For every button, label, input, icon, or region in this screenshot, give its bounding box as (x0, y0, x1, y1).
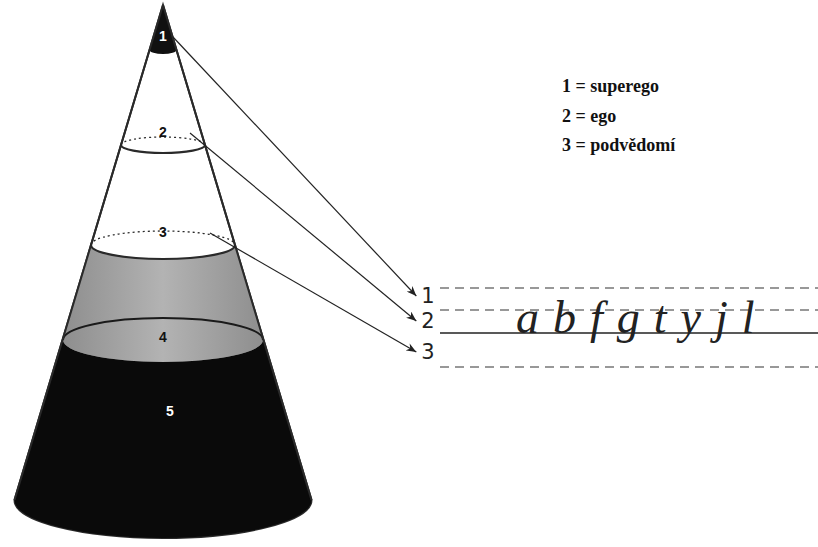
cone-band: 4 (156, 329, 170, 346)
mapping-arrow (173, 37, 416, 296)
cone-black-base (15, 340, 312, 538)
band-number: 3 (121, 225, 205, 240)
mapping-arrow (190, 133, 416, 321)
band-front-arc (121, 145, 205, 153)
cone-band: 1 (155, 28, 171, 45)
band-number: 1 (158, 29, 168, 44)
cone-grey-band (63, 245, 263, 362)
ruling-line (440, 287, 818, 288)
legend-text: 2 = ego (562, 107, 616, 127)
cone-black-tip (150, 5, 177, 54)
cone-band: 2 (138, 124, 188, 141)
band-number: 4 (159, 330, 167, 345)
ruling-number: 1 (418, 285, 437, 308)
ruling-number: 3 (418, 341, 437, 364)
line-number: 1 (421, 286, 434, 307)
ruling-number: 2 (418, 310, 437, 333)
cone-outline (15, 5, 312, 500)
line-number: 3 (421, 342, 434, 363)
band-number: 5 (166, 404, 174, 419)
band-number: 2 (141, 125, 185, 140)
cone-body (15, 5, 312, 538)
mapping-arrow (210, 233, 416, 352)
line-number: 2 (421, 311, 434, 332)
cone-band: 5 (163, 403, 177, 420)
legend-text: 1 = superego (562, 77, 659, 97)
legend-text: 3 = podvědomí (562, 136, 675, 156)
ruling-line (440, 366, 818, 367)
band-front-arc (91, 245, 235, 259)
cone-band: 3 (118, 224, 208, 241)
handwriting-sample: abfgtyjl (516, 295, 769, 341)
